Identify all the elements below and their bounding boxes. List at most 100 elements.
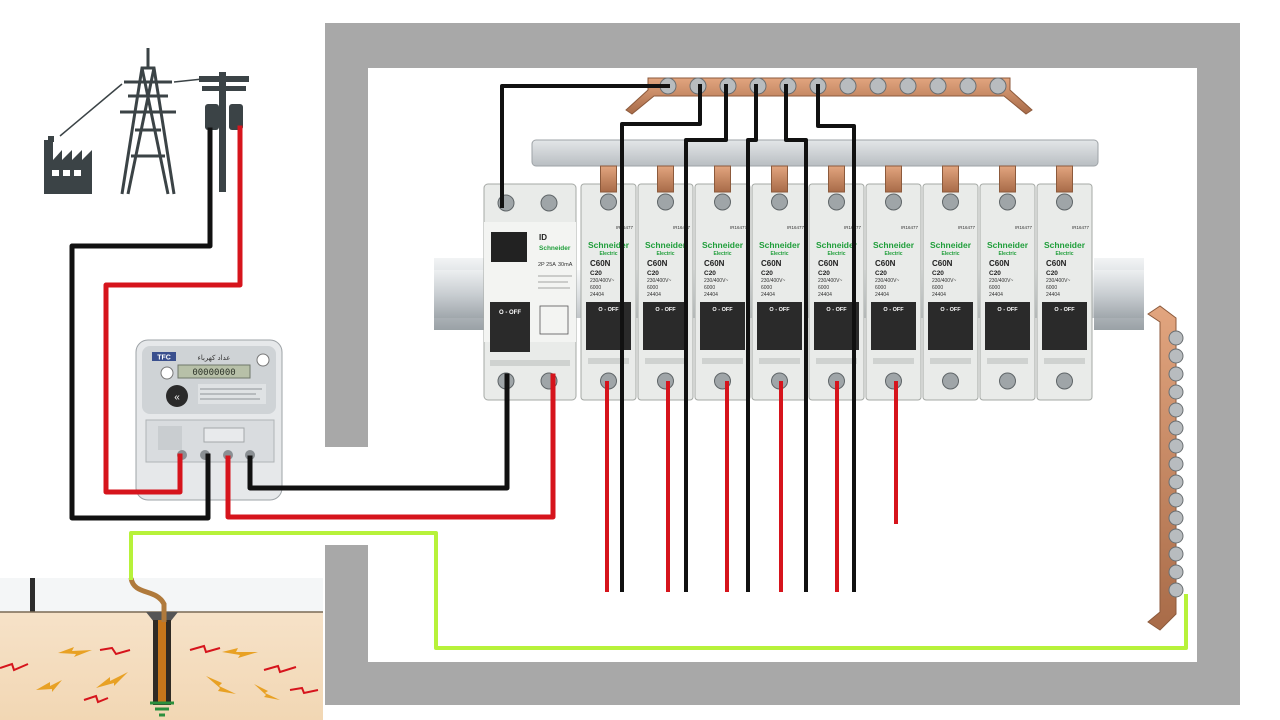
breaker-6: IR16477SchneiderElectricC60NC20230/400V~…: [865, 165, 922, 401]
terminal-screw: [885, 372, 902, 390]
breaker-code: 24404: [704, 292, 718, 298]
breaker-brand: Schneider: [759, 240, 801, 250]
busbar-screw: [839, 77, 857, 95]
breaker-curve: C20: [1046, 270, 1058, 277]
neutral-out-wire-3: [746, 84, 758, 592]
breaker-curve: C20: [590, 270, 602, 277]
breaker-code: 24404: [647, 292, 661, 298]
breaker-ref: IR16477: [673, 225, 691, 230]
breaker-switch-label: O - OFF: [598, 307, 619, 313]
supply-neutral-wire: [69, 127, 213, 521]
breaker-capacity: 6000: [647, 285, 658, 291]
neutral-out-wire-4: [784, 84, 808, 592]
breaker-model: C60N: [989, 259, 1010, 268]
neutral-out-wire-1: [620, 84, 702, 592]
ground-scene: [0, 577, 323, 720]
breaker-ref: IR16477: [1072, 225, 1090, 230]
breaker-curve: C20: [932, 270, 944, 277]
breaker-capacity: 6000: [704, 285, 715, 291]
factory-icon: [44, 136, 92, 194]
breaker-model: C60N: [875, 259, 896, 268]
breaker-voltage: 230/400V~: [932, 278, 956, 284]
breaker-code: 24404: [932, 292, 946, 298]
breaker-switch-label: O - OFF: [940, 307, 961, 313]
busbar-tooth: [1056, 165, 1073, 193]
busbar-tooth: [885, 165, 902, 193]
terminal-screw: [1056, 372, 1073, 390]
breaker-capacity: 6000: [761, 285, 772, 291]
breaker-toggle: [871, 302, 916, 350]
breaker-code: 24404: [1046, 292, 1060, 298]
breaker-busbar-comb: [531, 139, 1099, 167]
breaker-model: C60N: [1046, 259, 1067, 268]
breaker-4: IR16477SchneiderElectricC60NC20230/400V~…: [751, 165, 808, 401]
breaker-model: C60N: [761, 259, 782, 268]
meter-display: 00000000: [192, 368, 235, 378]
breaker-8: IR16477SchneiderElectricC60NC20230/400V~…: [979, 165, 1036, 401]
busbar-tooth: [942, 165, 959, 193]
busbar-tooth: [600, 165, 617, 193]
meter-brand: TFC: [157, 355, 171, 362]
breaker-capacity: 6000: [818, 285, 829, 291]
breaker-capacity: 6000: [590, 285, 601, 291]
terminal-screw: [942, 193, 959, 211]
wires: [69, 84, 1188, 650]
terminal-screw: [657, 372, 674, 390]
earth-wire: [129, 531, 1188, 650]
breaker-curve: C20: [818, 270, 830, 277]
breaker-1: IR16477SchneiderElectricC60NC20230/400V~…: [580, 165, 637, 401]
breaker-ref: IR16477: [1015, 225, 1033, 230]
breaker-toggle: [757, 302, 802, 350]
busbar-screw: [1168, 564, 1184, 580]
busbar-screw: [1168, 510, 1184, 526]
rcd-brand: Schneider: [539, 245, 571, 252]
breaker-7: IR16477SchneiderElectricC60NC20230/400V~…: [922, 165, 979, 401]
rcd-device: ID Schneider 2P 25A 30mA O - OFF: [483, 183, 577, 401]
breaker-capacity: 6000: [875, 285, 886, 291]
busbar-tooth: [714, 165, 731, 193]
breaker-brand-sub: Electric: [713, 251, 731, 257]
ground-current-arrows: [36, 647, 280, 700]
breaker-toggle: [643, 302, 688, 350]
breaker-curve: C20: [647, 270, 659, 277]
busbar-screw: [989, 77, 1007, 95]
busbar-screw: [1168, 474, 1184, 490]
rcd-sensitivity: 30mA: [558, 262, 573, 268]
terminal-screw: [942, 372, 959, 390]
breaker-voltage: 230/400V~: [647, 278, 671, 284]
meter-button-glyph: «: [174, 392, 180, 403]
breaker-voltage: 230/400V~: [1046, 278, 1070, 284]
breaker-ref: IR16477: [787, 225, 805, 230]
breaker-brand: Schneider: [1044, 240, 1086, 250]
neutral-out-wire-2: [684, 84, 728, 592]
breaker-curve: C20: [704, 270, 716, 277]
breaker-model: C60N: [647, 259, 668, 268]
ground-spark-lines: [0, 644, 319, 704]
breaker-code: 24404: [818, 292, 832, 298]
busbar-screw: [929, 77, 947, 95]
busbar-screw: [959, 77, 977, 95]
breaker-2: IR16477SchneiderElectricC60NC20230/400V~…: [637, 165, 694, 401]
earth-busbar: [1147, 305, 1184, 631]
breaker-switch-label: O - OFF: [997, 307, 1018, 313]
breaker-brand: Schneider: [930, 240, 972, 250]
breaker-capacity: 6000: [1046, 285, 1057, 291]
terminal-screw: [657, 193, 674, 211]
earth-busbar-screws: [1168, 330, 1184, 598]
busbar-screw: [1168, 528, 1184, 544]
breaker-switch-label: O - OFF: [1054, 307, 1075, 313]
busbar-screw: [869, 77, 887, 95]
terminal-screw: [714, 193, 731, 211]
breaker-brand-sub: Electric: [599, 251, 617, 257]
busbar-screw: [1168, 420, 1184, 436]
terminal-screw: [600, 193, 617, 211]
rcd-rating: 2P 25A: [538, 262, 556, 268]
terminal-screw: [771, 193, 788, 211]
terminal-screw: [999, 372, 1016, 390]
neutral-busbar: [625, 77, 1033, 115]
breaker-switch-label: O - OFF: [655, 307, 676, 313]
breaker-voltage: 230/400V~: [761, 278, 785, 284]
breaker-switch-label: O - OFF: [712, 307, 733, 313]
breaker-voltage: 230/400V~: [989, 278, 1013, 284]
